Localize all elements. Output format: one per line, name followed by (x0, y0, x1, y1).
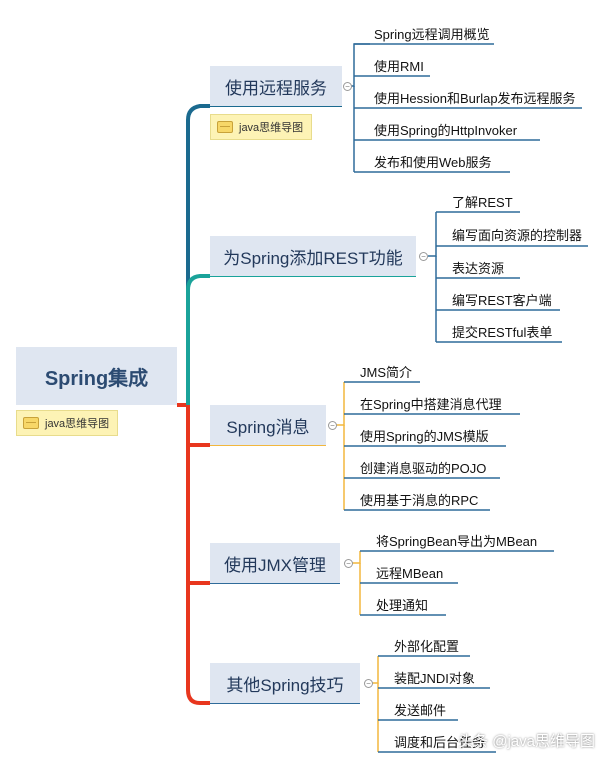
root-tag-label: java思维导图 (45, 418, 110, 430)
leaf-item[interactable]: 使用基于消息的RPC (360, 493, 479, 508)
branch-label: 其他Spring技巧 (226, 675, 344, 695)
leaf-item[interactable]: 使用Hession和Burlap发布远程服务 (374, 91, 576, 106)
note-icon (23, 417, 39, 429)
minus-circle-icon[interactable]: − (328, 421, 337, 430)
leaf-item[interactable]: 表达资源 (452, 261, 505, 276)
leaf-item[interactable]: 装配JNDI对象 (394, 671, 475, 686)
leaf-item[interactable]: 远程MBean (376, 566, 444, 581)
branch-label: 为Spring添加REST功能 (223, 248, 403, 268)
branch-other-tips[interactable]: 其他Spring技巧 (210, 663, 360, 703)
leaf-item[interactable]: 编写REST客户端 (452, 293, 552, 308)
minus-circle-icon[interactable]: − (343, 82, 352, 91)
branch-remote-services[interactable]: 使用远程服务 (210, 66, 342, 106)
branch-label: 使用远程服务 (225, 78, 327, 98)
root-note-tag[interactable]: java思维导图 (16, 410, 119, 436)
root-node[interactable]: Spring集成 (16, 347, 177, 405)
note-icon (217, 121, 233, 133)
leaf-item[interactable]: 了解REST (452, 195, 513, 210)
branch-note-tag[interactable]: java思维导图 (210, 114, 313, 140)
minus-circle-icon[interactable]: − (364, 679, 373, 688)
leaf-item[interactable]: 发送邮件 (394, 703, 447, 718)
branch-messaging[interactable]: Spring消息 (210, 405, 326, 445)
leaf-item[interactable]: Spring远程调用概览 (374, 27, 490, 42)
watermark: 头条 @java思维导图 (458, 733, 595, 750)
branch-tag-label: java思维导图 (239, 122, 304, 134)
leaf-item[interactable]: 编写面向资源的控制器 (452, 228, 583, 243)
leaf-item[interactable]: 创建消息驱动的POJO (360, 461, 487, 476)
root-label: Spring集成 (44, 367, 149, 390)
branch-label: 使用JMX管理 (224, 555, 326, 575)
leaf-item[interactable]: 使用Spring的HttpInvoker (374, 123, 518, 138)
branch-rest[interactable]: 为Spring添加REST功能 (210, 236, 416, 276)
branch-label: Spring消息 (226, 417, 310, 437)
leaf-item[interactable]: 发布和使用Web服务 (374, 155, 492, 170)
minus-circle-icon[interactable]: − (344, 559, 353, 568)
leaf-item[interactable]: 使用Spring的JMS模版 (360, 429, 489, 444)
minus-circle-icon[interactable]: − (419, 252, 428, 261)
leaf-item[interactable]: 使用RMI (374, 59, 424, 74)
leaf-item[interactable]: 提交RESTful表单 (452, 325, 553, 340)
leaf-item[interactable]: JMS简介 (360, 365, 413, 380)
leaf-item[interactable]: 在Spring中搭建消息代理 (360, 397, 502, 412)
branch-jmx[interactable]: 使用JMX管理 (210, 543, 340, 583)
leaf-item[interactable]: 调度和后台任务 (394, 735, 486, 750)
leaf-item[interactable]: 将SpringBean导出为MBean (376, 534, 538, 549)
leaf-item[interactable]: 处理通知 (376, 598, 429, 613)
leaf-item[interactable]: 外部化配置 (394, 639, 460, 654)
